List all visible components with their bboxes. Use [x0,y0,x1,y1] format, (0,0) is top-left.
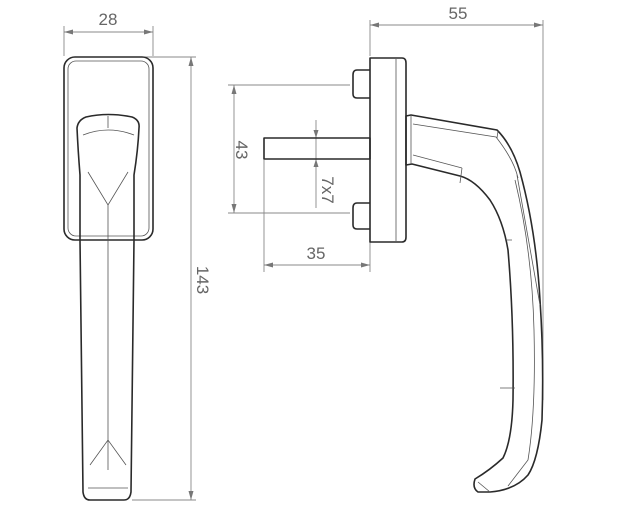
screw-pin-top [352,69,370,99]
depth-dimension: 55 [369,4,544,400]
lever-front [76,113,140,501]
front-view: 28 143 [63,10,212,501]
height-label: 143 [193,266,212,294]
rosette-side [369,57,407,243]
height-dimension: 143 [132,56,212,501]
side-view: 55 43 7x7 35 [228,4,544,493]
spindle [263,137,371,160]
screw-spacing-label: 43 [232,141,251,160]
width-dimension: 28 [63,10,154,56]
spindle-size-dimension: 7x7 [313,120,337,208]
width-label: 28 [99,10,118,29]
spindle-length-dimension: 35 [263,160,371,272]
rosette-front [63,56,154,241]
spindle-size-label: 7x7 [318,176,337,203]
screw-pin-bottom [352,202,370,230]
screw-spacing-dimension: 43 [228,84,350,214]
depth-label: 55 [449,4,468,23]
lever-side [405,114,544,493]
spindle-length-label: 35 [307,244,326,263]
